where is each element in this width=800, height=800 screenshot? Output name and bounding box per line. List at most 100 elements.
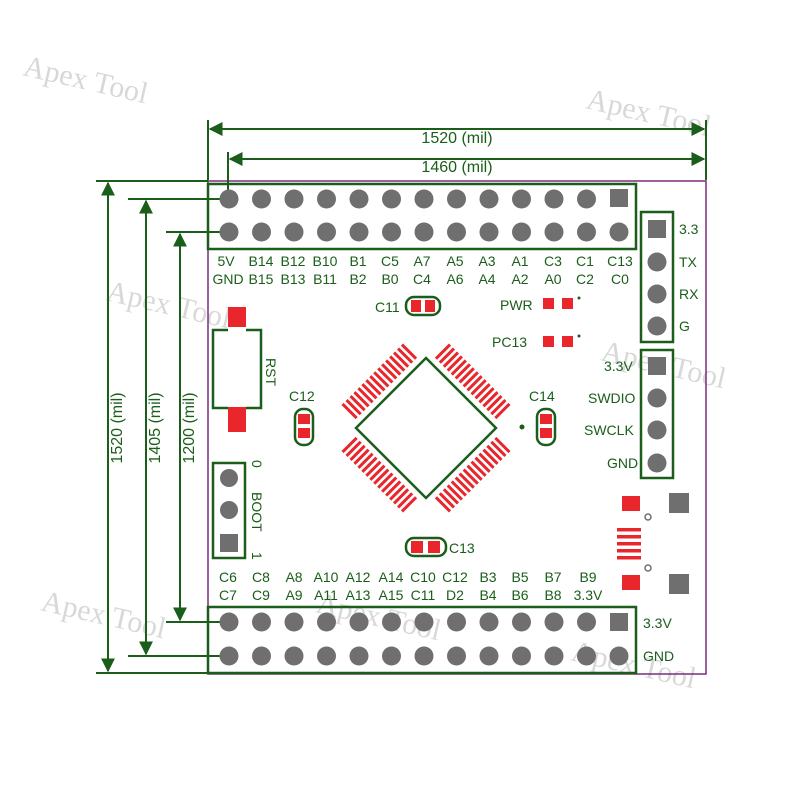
mcu-pad: [385, 480, 402, 497]
dim-height-outer: 1520 (mil): [109, 392, 126, 463]
uart-pin: [647, 252, 667, 272]
uart-pin-label: RX: [679, 286, 699, 302]
dim-width-inner: 1460 (mil): [421, 159, 492, 176]
top-row1-label: A7: [413, 253, 430, 269]
dim-height-inner: 1200 (mil): [181, 392, 198, 463]
bottom-row2-label: B8: [544, 587, 561, 603]
bottom-pin: [577, 612, 596, 632]
mcu-pad: [361, 456, 378, 473]
bottom-pin: [219, 612, 239, 632]
bottom-row1-label: A12: [346, 569, 371, 585]
mcu-pad: [478, 452, 495, 469]
usb-pad: [617, 549, 641, 553]
boot-header: BOOT 0 1: [211, 460, 265, 560]
bottom-pin: [349, 646, 369, 666]
mcu-pad: [458, 472, 475, 489]
mcu-pad: [490, 440, 507, 458]
top-row2-label: C0: [611, 271, 629, 287]
bottom-row2-label: C11: [411, 587, 436, 603]
bottom-pin: [544, 646, 564, 666]
mcu-pad: [442, 351, 460, 368]
mcu-pad: [389, 484, 406, 501]
top-pin: [577, 189, 596, 209]
usb-pad: [617, 542, 641, 546]
top-pin: [512, 222, 531, 242]
bottom-row2-label: B4: [479, 587, 496, 603]
boot-1-label: 1: [249, 552, 265, 560]
uart-pin-label: G: [679, 318, 690, 334]
top-row2-label: C4: [413, 271, 431, 287]
mcu-pad: [470, 460, 487, 477]
top-row1-label: B1: [349, 253, 366, 269]
bottom-pin: [479, 612, 499, 632]
top-pin: [219, 222, 239, 242]
top-row1-label: B14: [249, 253, 274, 269]
bottom-pin: [382, 612, 401, 632]
usb-pad: [617, 556, 641, 560]
top-pin: [284, 222, 304, 242]
bottom-pin: [479, 646, 499, 666]
top-row1-label: B12: [281, 253, 306, 269]
top-row2-label: GND: [212, 271, 243, 287]
bottom-pin: [447, 646, 466, 666]
boot-0-label: 0: [249, 460, 265, 468]
top-pin: [414, 189, 434, 209]
mcu-chip: [341, 343, 525, 513]
bottom-row2-label: A13: [346, 587, 371, 603]
pwr-label: PWR: [500, 297, 533, 313]
mcu-pad: [400, 496, 418, 513]
bottom-row1-label: C12: [442, 569, 468, 585]
dim-height-mid: 1405 (mil): [147, 392, 164, 463]
bottom-pin: [512, 646, 531, 666]
c14-label: C14: [529, 388, 555, 404]
mcu-pad: [474, 383, 491, 400]
mcu-pad: [377, 367, 394, 384]
uart-pin-label: TX: [679, 254, 698, 270]
mcu-pad: [454, 363, 471, 380]
usb-pad: [617, 528, 641, 532]
bottom-pin: [317, 612, 336, 632]
top-pin: [609, 222, 629, 242]
led-pwr: PWR: [500, 296, 581, 313]
bottom-pin: [512, 612, 531, 632]
top-row2-label: B13: [281, 271, 306, 287]
mcu-pad: [369, 375, 386, 392]
top-row2-label: B2: [349, 271, 366, 287]
reset-button: RST: [211, 307, 279, 432]
mcu-pad: [353, 391, 370, 408]
top-row1-label: A3: [478, 253, 495, 269]
mcu-pad: [385, 359, 402, 376]
bottom-pin: [252, 612, 271, 632]
bottom-pin: [349, 612, 369, 632]
bottom-row1-label: C6: [219, 569, 237, 585]
top-pin: [349, 189, 369, 209]
top-row1-label: C5: [381, 253, 399, 269]
bottom-row2-label: 3.3V: [574, 587, 603, 603]
capacitor-c11: C11: [375, 295, 442, 317]
mcu-pad: [450, 480, 467, 497]
mcu-pad: [365, 379, 382, 396]
mcu-pad: [357, 387, 374, 404]
bottom-pin: [447, 612, 466, 632]
bottom-row1-label: B9: [579, 569, 596, 585]
mcu-pad: [345, 440, 362, 458]
bottom-row2-label: A9: [285, 587, 302, 603]
bottom-pin: [609, 646, 629, 666]
bottom-header-3v3-label: 3.3V: [643, 615, 672, 631]
top-row1-label: C13: [607, 253, 633, 269]
uart-pin: [647, 284, 667, 304]
bottom-row1-label: B5: [511, 569, 528, 585]
top-pin: [447, 222, 466, 242]
bottom-row2-label: A15: [379, 587, 404, 603]
mcu-pad: [490, 398, 507, 416]
reset-label: RST: [263, 358, 279, 386]
top-row2-label: B11: [313, 271, 337, 287]
mcu-pad: [446, 484, 463, 501]
watermark-5: Apex Tool: [38, 585, 169, 646]
led-pc13: PC13: [492, 334, 581, 350]
mcu-pad: [442, 488, 460, 505]
top-row2-label: A4: [478, 271, 495, 287]
mcu-pad: [434, 496, 452, 513]
